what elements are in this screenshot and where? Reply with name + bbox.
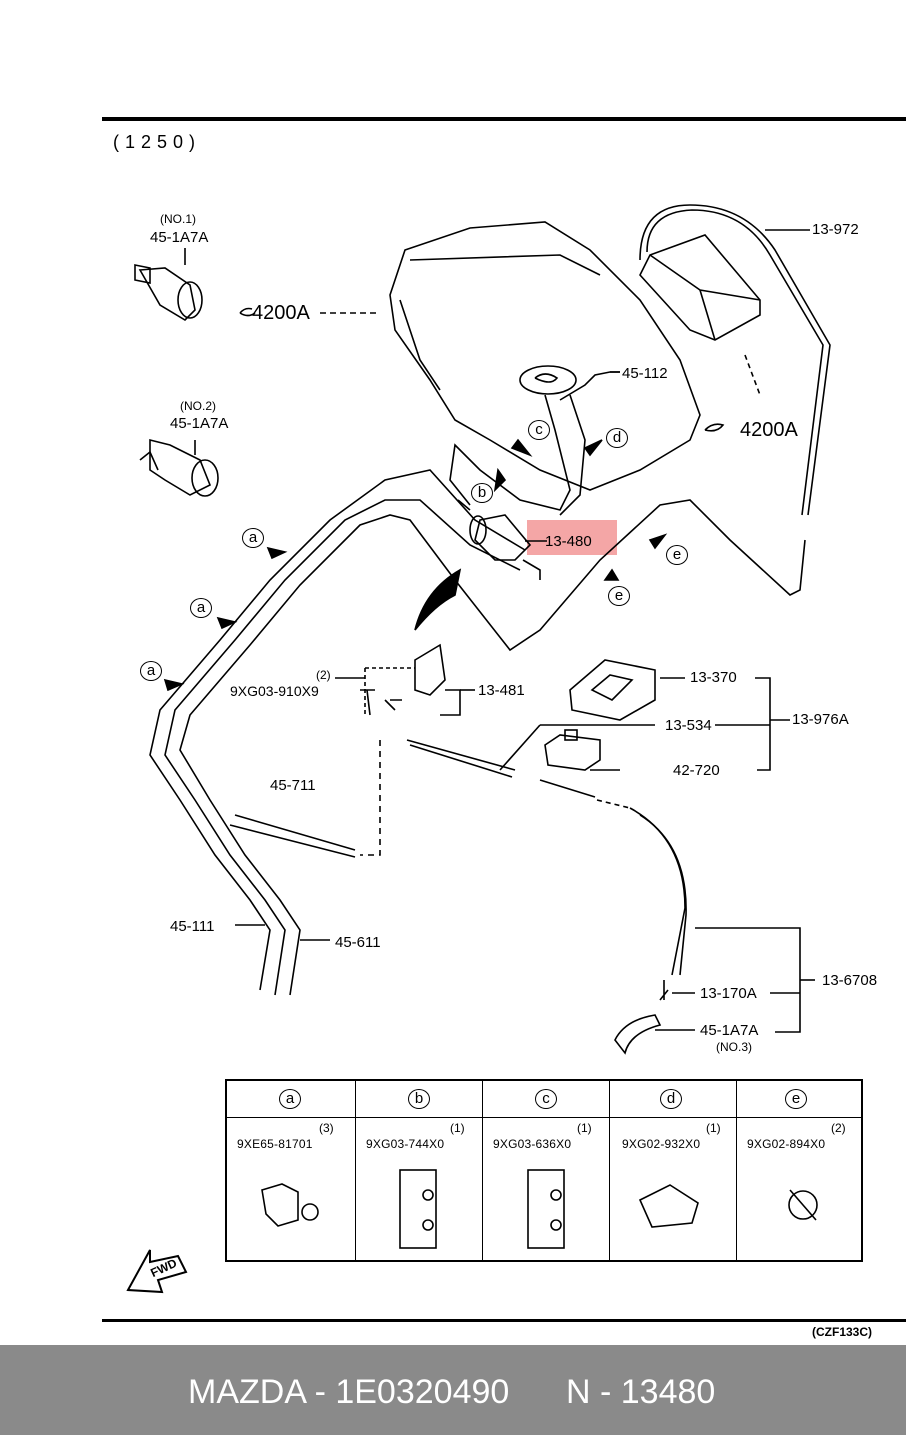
clip-a-icon [261,1183,319,1227]
callout-c: c [528,420,550,440]
table-col-c: c (1) 9XG03-636X0 [482,1081,609,1260]
table-col-d: d (1) 9XG02-932X0 [609,1081,736,1260]
table-letter-c: c [535,1089,557,1109]
top-rule [102,117,906,121]
label-45-1a7a-2: 45-1A7A [170,415,229,432]
footer-brand-part: MAZDA - 1E0320490 [188,1373,510,1411]
label-45-711: 45-711 [270,777,316,794]
table-qty-c: (1) [577,1121,592,1135]
label-qty-2: (2) [316,668,331,682]
bottom-rule [102,1319,906,1322]
label-45-111: 45-111 [170,918,215,935]
fitting-no1 [134,264,203,322]
label-13-976a: 13-976A [792,711,849,728]
diagram-code: (1250) [113,132,202,152]
clip-c-icon [527,1169,565,1249]
table-part-b: 9XG03-744X0 [366,1137,445,1151]
label-no1: (NO.1) [160,212,196,226]
callout-a3: a [140,661,162,681]
label-45-112: 45-112 [622,365,668,382]
clip-table: a (3) 9XE65-81701 b (1) 9XG03-744X0 c (1… [225,1079,863,1262]
table-letter-e: e [785,1089,807,1109]
callout-a1: a [242,528,264,548]
figure-ref: (CZF133C) [812,1325,873,1339]
table-qty-e: (2) [831,1121,846,1135]
table-qty-b: (1) [450,1121,465,1135]
label-9xg03-910x9: 9XG03-910X9 [230,683,319,699]
table-qty-d: (1) [706,1121,721,1135]
callout-b: b [471,483,493,503]
label-45-611: 45-611 [335,934,381,951]
callout-d: d [606,428,628,448]
table-part-d: 9XG02-932X0 [622,1137,701,1151]
fwd-arrow-icon [126,1249,188,1294]
table-col-e: e (2) 9XG02-894X0 [736,1081,863,1260]
fuel-system-diagram [126,204,831,1294]
label-13-481: 13-481 [478,682,525,699]
footer-ref: N - 13480 [566,1373,716,1411]
table-col-b: b (1) 9XG03-744X0 [355,1081,482,1260]
callout-e2: e [608,586,630,606]
fuel-filter [457,499,541,580]
label-4200a-left[interactable]: 4200A [252,302,310,324]
table-part-a: 9XE65-81701 [237,1137,313,1151]
clip-e-icon [788,1189,818,1221]
callout-a2: a [190,598,212,618]
label-no2: (NO.2) [180,399,216,413]
label-13-370: 13-370 [690,669,737,686]
fuel-pipe-45-611 [179,499,806,996]
table-col-a: a (3) 9XE65-81701 [227,1081,355,1260]
fitting-no2 [139,438,219,497]
label-13-170a: 13-170A [700,985,757,1002]
callout-e1: e [666,545,688,565]
label-13-480[interactable]: 13-480 [545,533,592,550]
label-13-6708: 13-6708 [822,972,878,989]
canister [639,234,761,341]
table-part-c: 9XG03-636X0 [493,1137,572,1151]
table-letter-a: a [279,1089,301,1109]
label-13-972: 13-972 [812,221,859,238]
clip-d-icon [638,1184,699,1228]
fuel-pipe-45-111 [149,469,526,991]
label-13-534: 13-534 [665,717,712,734]
label-45-1a7a-3: 45-1A7A [700,1022,759,1039]
highlighted-part-box[interactable] [527,520,617,555]
table-letter-b: b [408,1089,430,1109]
table-header-divider [227,1117,861,1118]
label-42-720: 42-720 [673,762,720,779]
footer-bar: MAZDA - 1E0320490 N - 13480 [0,1345,906,1435]
table-qty-a: (3) [319,1121,334,1135]
table-part-e: 9XG02-894X0 [747,1137,826,1151]
fuel-tank [389,221,701,491]
clip-b-icon [399,1169,437,1249]
label-4200a-right[interactable]: 4200A [740,419,798,441]
table-letter-d: d [660,1089,682,1109]
label-45-1a7a-1: 45-1A7A [150,229,209,246]
label-no3: (NO.3) [716,1040,752,1054]
